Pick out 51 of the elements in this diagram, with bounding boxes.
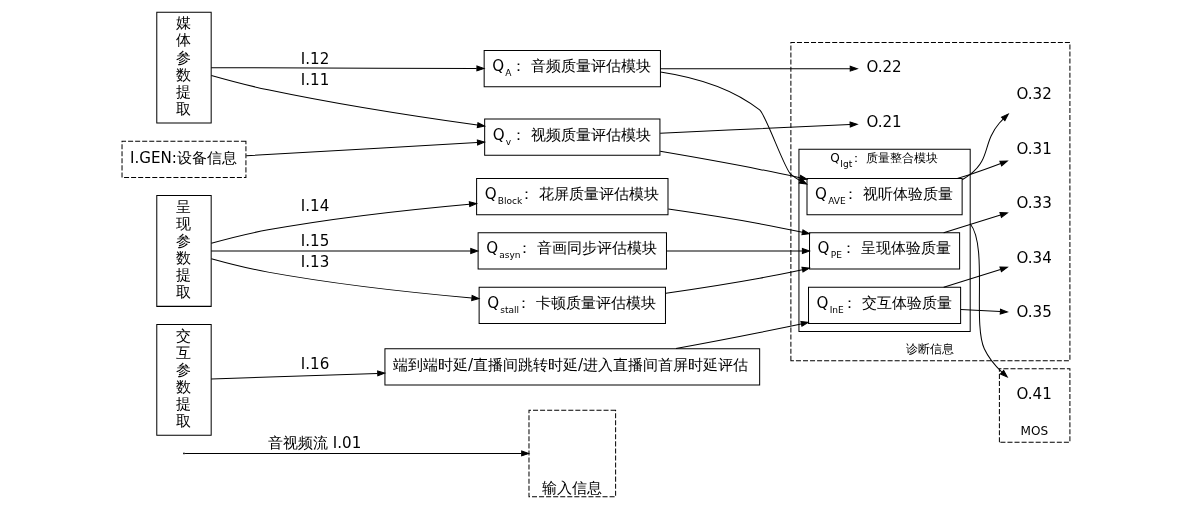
node-text: O.35	[1016, 302, 1052, 321]
arrow	[210, 370, 386, 380]
edge-label: I.12	[300, 49, 329, 68]
arrow	[959, 308, 1009, 315]
arrow	[942, 266, 1009, 288]
node-box: Q$_{asyn}$： 音画同步评估模块	[477, 232, 667, 270]
node-box: 输入信息	[527, 409, 616, 498]
node-box: 端到端时延/直播间跳转时延/进入直播间首屏时延评估	[383, 348, 760, 386]
node-text: O.34	[1016, 248, 1052, 267]
arrow	[245, 139, 486, 157]
node-box: Q$_{v}$： 视频质量评估模块	[483, 118, 660, 156]
edge-label: I.14	[300, 196, 329, 215]
arrow	[942, 212, 1009, 234]
arrow	[659, 65, 859, 72]
edge-label: I.15	[300, 231, 329, 250]
node-box: Q$_{Block}$： 花屏质量评估模块	[475, 177, 668, 216]
node-text: O.31	[1016, 139, 1052, 158]
node-box: Q$_{PE}$： 呈现体验质量	[808, 232, 960, 270]
node-box: Q$_{AVE}$： 视听体验质量	[806, 177, 963, 216]
arrow	[667, 208, 811, 236]
arrow	[210, 258, 480, 302]
node-box: 媒体参数提取	[155, 11, 212, 124]
arrow	[969, 223, 1008, 378]
arrow	[210, 65, 485, 72]
arrow	[664, 266, 811, 294]
node-box: Q$_{stall}$： 卡顿质量评估模块	[478, 286, 666, 324]
node-text: O.33	[1016, 194, 1052, 213]
arrow	[665, 247, 811, 255]
arrow	[210, 74, 486, 129]
node-box: 呈现参数提取	[155, 195, 212, 307]
node-text: O.21	[865, 112, 902, 131]
edge-label: I.11	[300, 70, 329, 89]
arrow	[961, 113, 1009, 181]
node-text: O.22	[865, 58, 902, 77]
arrow	[184, 450, 530, 457]
node-box: Q$_{A}$： 音频质量评估模块	[483, 50, 661, 88]
edge-label: I.16	[300, 354, 329, 373]
edge-label: I.13	[300, 253, 329, 272]
edge-label: 音视频流 I.01	[267, 434, 361, 453]
arrow	[956, 160, 1009, 179]
arrow	[210, 247, 479, 255]
node-text: O.41	[1016, 384, 1052, 403]
node-text: O.32	[1016, 85, 1052, 104]
node-box: 交互参数提取	[155, 324, 212, 436]
arrow	[659, 150, 808, 181]
arrow	[659, 71, 808, 185]
arrow	[659, 121, 859, 134]
node-box: Q$_{InE}$： 交互体验质量	[807, 286, 961, 324]
arrow	[674, 320, 810, 350]
node-box: I.GEN:设备信息	[121, 140, 246, 178]
arrow	[210, 201, 478, 244]
